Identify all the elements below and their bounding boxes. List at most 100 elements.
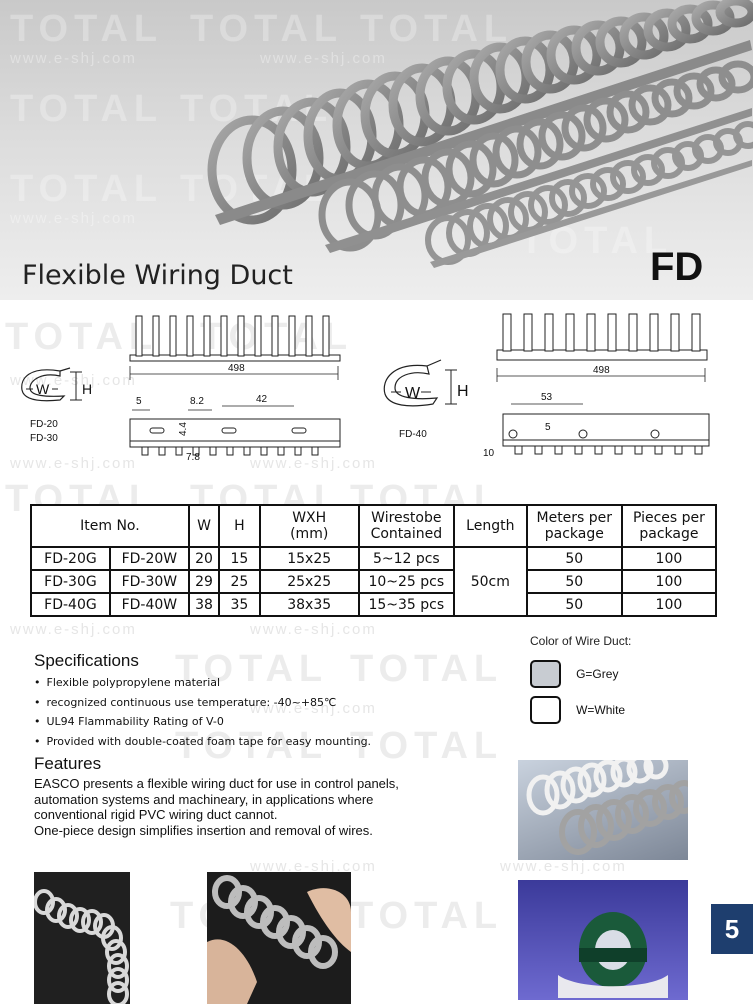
profile-view: [21, 367, 71, 402]
cell-h: 15: [218, 546, 261, 571]
page-number-tab: 5: [711, 904, 753, 954]
features-title: Features: [34, 754, 102, 773]
watermark-brand: TOTAL: [10, 168, 164, 210]
dim-pitch: 42: [256, 394, 268, 405]
model-label: FD-20: [30, 419, 58, 430]
cell-wxh: 38x35: [258, 592, 360, 617]
cell-wirestobe: 15~35 pcs: [357, 592, 455, 617]
photo-duct-grey-white: [518, 760, 688, 860]
elevation-view: [129, 315, 341, 362]
grey-label: G=Grey: [576, 667, 619, 681]
hero-banner: TOTAL TOTAL TOTAL TOTAL TOTAL TOTAL TOTA…: [0, 0, 753, 300]
cell-length: 50cm: [452, 546, 528, 617]
features-section: Features EASCO presents a flexible wirin…: [34, 754, 464, 838]
cell-meters: 50: [525, 569, 623, 594]
label-w: W: [36, 381, 50, 397]
cell-pieces: 100: [620, 592, 718, 617]
dim-d: 7.8: [186, 452, 200, 463]
cell-white-item: FD-20W: [108, 546, 190, 571]
photo-curved-duct: [34, 872, 130, 1004]
grey-swatch: [530, 660, 561, 688]
label-h: H: [457, 383, 469, 400]
photo-foam-tape: [518, 880, 688, 1000]
cell-white-item: FD-40W: [108, 592, 190, 617]
watermark-url: www.e-shj.com: [250, 621, 377, 638]
white-swatch: [530, 696, 561, 724]
dim-c: 4.4: [178, 422, 189, 436]
specifications-section: Specifications Flexible polypropylene ma…: [34, 651, 504, 751]
cell-w: 29: [187, 569, 221, 594]
watermark-url: www.e-shj.com: [10, 621, 137, 638]
cell-wirestobe: 5~12 pcs: [357, 546, 455, 571]
elevation-view: [496, 313, 708, 361]
table-row: FD-30G FD-30W 29 25 25x25 10~25 pcs 50 1…: [30, 569, 718, 594]
header-w: W: [187, 504, 221, 548]
list-item: recognized continuous use temperature: -…: [34, 693, 504, 713]
color-option-grey: G=Grey: [530, 660, 618, 688]
duct-product-photo: [207, 0, 753, 268]
cell-meters: 50: [525, 592, 623, 617]
watermark-url: www.e-shj.com: [500, 858, 627, 875]
cell-w: 38: [187, 592, 221, 617]
white-label: W=White: [576, 703, 626, 717]
features-text: automation systems and machineary, in ap…: [34, 791, 374, 807]
model-label: FD-40: [399, 429, 427, 440]
list-item: UL94 Flammability Rating of V-0: [34, 712, 504, 732]
cell-pieces: 100: [620, 546, 718, 571]
color-options: Color of Wire Duct: G=Grey W=White: [530, 634, 730, 724]
cell-grey-item: FD-30G: [30, 569, 111, 594]
list-item: Provided with double-coated foam tape fo…: [34, 732, 504, 752]
watermark-url: www.e-shj.com: [10, 210, 137, 227]
specifications-title: Specifications: [34, 651, 139, 670]
features-text: One-piece design simplifies insertion an…: [34, 822, 373, 838]
watermark-brand: TOTAL: [190, 8, 344, 50]
color-options-title: Color of Wire Duct:: [530, 634, 632, 648]
photo-hand-insertion: [207, 872, 351, 1004]
header-item-no: Item No.: [30, 504, 190, 548]
dim-b: 8.2: [190, 396, 204, 407]
watermark-brand: TOTAL: [10, 88, 164, 130]
watermark-brand: TOTAL: [360, 8, 514, 50]
profile-view: [383, 359, 442, 407]
label-h: H: [82, 381, 92, 397]
dim-a: 5: [136, 396, 142, 407]
features-text: EASCO presents a flexible wiring duct fo…: [34, 776, 399, 791]
cell-w: 20: [187, 546, 221, 571]
table-row: FD-20G FD-20W 20 15 15x25 5~12 pcs 50cm …: [30, 546, 718, 617]
cell-wxh: 25x25: [258, 569, 360, 594]
watermark-brand: TOTAL: [10, 8, 164, 50]
dim-pitch: 53: [541, 392, 553, 403]
color-option-white: W=White: [530, 696, 625, 724]
cell-h: 35: [218, 592, 261, 617]
plan-view: [502, 413, 710, 455]
header-length: Length: [452, 504, 528, 548]
watermark-brand: TOTAL: [350, 895, 504, 937]
cell-grey-item: FD-40G: [30, 592, 111, 617]
cell-pieces: 100: [620, 569, 718, 594]
cell-grey-item: FD-20G: [30, 546, 111, 571]
drawing-fd20-fd30: 498 W H FD-20 FD-30: [21, 315, 341, 463]
dim-length: 498: [228, 363, 245, 374]
specifications-list: Flexible polypropylene material recogniz…: [34, 673, 504, 751]
cell-white-item: FD-30W: [108, 569, 190, 594]
watermark-url: www.e-shj.com: [260, 50, 387, 67]
watermark-url: www.e-shj.com: [10, 50, 137, 67]
features-text: conventional rigid PVC wiring duct canno…: [34, 807, 278, 822]
cell-wxh: 15x25: [258, 546, 360, 571]
table-row: FD-40G FD-40W 38 35 38x35 15~35 pcs 50 1…: [30, 592, 718, 617]
drawing-fd40: 498 W H FD-40: [383, 313, 710, 459]
series-code: FD: [650, 245, 704, 289]
plan-view: [129, 418, 341, 456]
header-h: H: [218, 504, 261, 548]
list-item: Flexible polypropylene material: [34, 673, 504, 693]
label-w: W: [405, 385, 421, 402]
cell-h: 25: [218, 569, 261, 594]
cell-meters: 50: [525, 546, 623, 571]
page-title: Flexible Wiring Duct: [22, 260, 293, 291]
technical-drawings: 498 W H FD-20 FD-30: [0, 300, 753, 490]
